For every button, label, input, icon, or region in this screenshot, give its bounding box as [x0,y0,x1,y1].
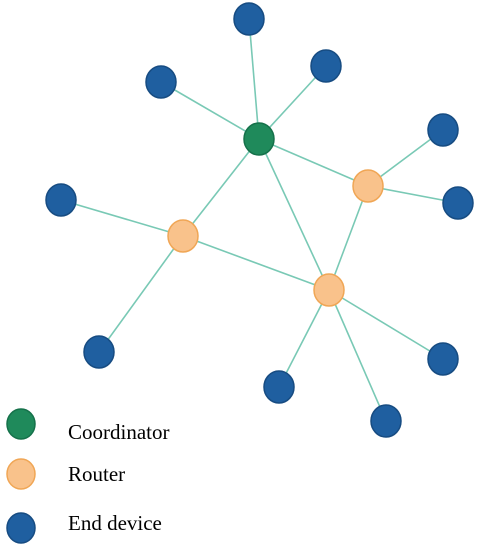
link-router-bottom-to-end-device-bottom-center [278,289,330,388]
link-coordinator-to-end-device-upper-right [258,65,327,140]
links-layer [60,18,459,422]
legend-coordinator-symbol [6,408,36,440]
link-router-left-to-router-bottom [182,235,330,291]
end-device-bottom-right-node [427,342,459,376]
link-router-left-to-end-device-lower-left [98,235,184,353]
end-device-upper-left-node [145,65,177,99]
legend-item-end-device: End device [6,511,162,544]
end-device-upper-right-node [310,49,342,83]
legend-coordinator-label: Coordinator [68,420,169,444]
legend-end-device-symbol [6,512,36,544]
legend-item-coordinator: Coordinator [6,408,169,444]
router-bottom-node [313,273,345,307]
end-device-right-top-node [427,113,459,147]
nodes-layer [45,2,474,438]
link-router-bottom-to-end-device-lower-right [328,289,387,422]
link-router-right-to-router-bottom [328,185,369,291]
end-device-bottom-center-node [263,370,295,404]
link-coordinator-to-end-device-top [248,18,260,140]
router-left-node [167,219,199,253]
legend-end-device-label: End device [68,511,162,535]
legend-router-symbol [6,458,36,490]
link-router-bottom-to-end-device-bottom-right [328,289,444,360]
link-router-left-to-end-device-left [60,199,184,237]
legend-router-label: Router [68,462,125,486]
legend-item-router: Router [6,458,125,490]
coordinator-node [243,122,275,156]
link-coordinator-to-router-bottom [258,138,330,291]
end-device-lower-left-node [83,335,115,369]
end-device-lower-right-node [370,404,402,438]
router-right-node [352,169,384,203]
link-coordinator-to-router-left [182,138,260,237]
legend: Coordinator Router End device [6,408,169,544]
link-coordinator-to-router-right [258,138,369,187]
end-device-top-node [233,2,265,36]
end-device-right-middle-node [442,186,474,220]
end-device-left-node [45,183,77,217]
link-coordinator-to-end-device-upper-left [160,81,260,140]
